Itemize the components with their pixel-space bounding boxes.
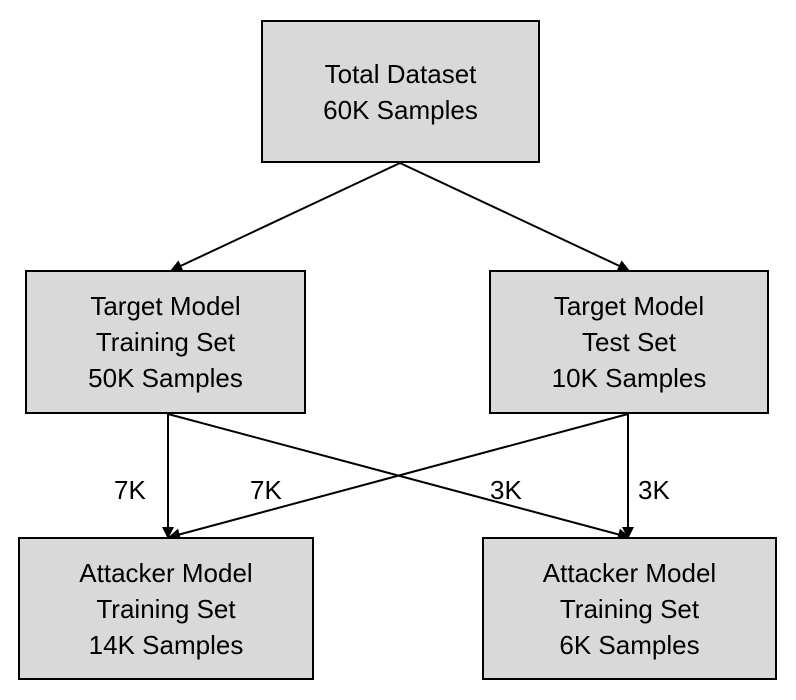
edge-label-train-to-attacker-right: 3K [490, 475, 522, 505]
node-attacker-right-line-3: 6K Samples [559, 629, 700, 660]
node-total-dataset-line-2: 60K Samples [323, 94, 478, 125]
node-target-training-set-line-1: Target Model [90, 291, 241, 321]
node-attacker-right-line-2: Training Set [559, 593, 700, 624]
node-target-test-set-line-3: 10K Samples [551, 363, 707, 393]
node-attacker-training-set-left: Attacker Model Training Set 14K Samples [18, 537, 314, 680]
node-total-dataset: Total Dataset 60K Samples [261, 20, 540, 163]
edge-label-test-to-attacker-right: 3K [638, 475, 670, 505]
edge-label-train-to-attacker-left: 7K [114, 475, 146, 505]
node-target-test-set: Target Model Test Set 10K Samples [489, 270, 769, 414]
node-target-test-set-line-2: Test Set [582, 327, 676, 357]
edge-total-to-target-test [399, 162, 630, 272]
node-attacker-left-line-2: Training Set [96, 593, 236, 624]
node-target-training-set-line-3: 50K Samples [88, 363, 243, 393]
node-total-dataset-line-1: Total Dataset [324, 58, 477, 89]
node-attacker-left-line-1: Attacker Model [79, 557, 253, 588]
node-attacker-left-line-3: 14K Samples [88, 629, 244, 660]
node-attacker-right-line-1: Attacker Model [542, 557, 717, 588]
node-attacker-training-set-right: Attacker Model Training Set 6K Samples [482, 537, 777, 680]
node-target-test-set-line-1: Target Model [553, 291, 705, 321]
edge-target-train-to-attacker-right [167, 413, 630, 541]
edge-total-to-target-train [170, 162, 401, 272]
node-target-training-set: Target Model Training Set 50K Samples [25, 270, 306, 414]
edge-label-test-to-attacker-left: 7K [250, 475, 282, 505]
node-target-training-set-line-2: Training Set [95, 327, 236, 357]
